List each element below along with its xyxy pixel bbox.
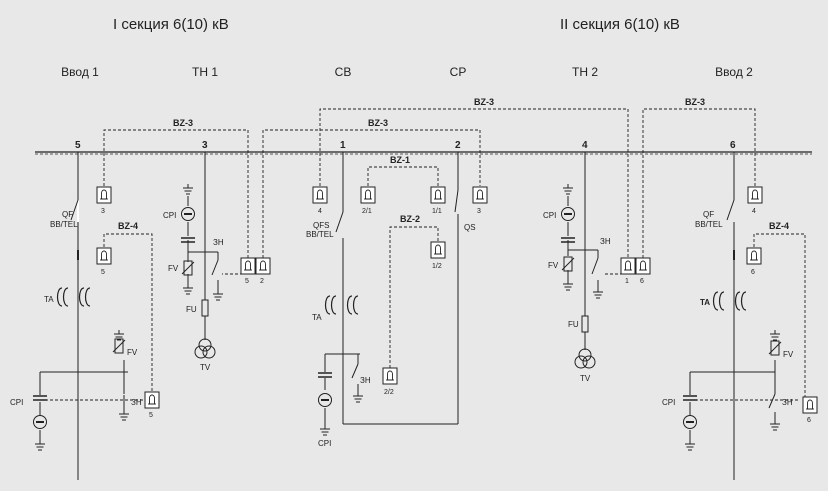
vt-label: TV (200, 363, 211, 372)
cell-label-sectional: СВ (334, 65, 352, 79)
earthing-switch-label: ЗН (131, 398, 142, 407)
relay-icon (360, 186, 376, 204)
cpi-label: CPI (318, 439, 331, 448)
relay-icon (802, 396, 818, 414)
relay-icon (747, 186, 763, 204)
relay-id: 1/1 (432, 208, 442, 215)
cpi-label: CPI (163, 211, 176, 220)
arrester-label: FV (168, 264, 179, 273)
bz3-label-3: BZ-3 (474, 97, 494, 107)
relay-id: 4 (752, 208, 756, 215)
bus-number-6: 6 (730, 140, 736, 151)
disconnector-label: QS (464, 223, 476, 232)
relay-icon (430, 186, 446, 204)
relay-icon (240, 257, 256, 275)
relay-icon (746, 247, 762, 265)
ct-label: TA (312, 313, 322, 322)
relay-id: 1/2 (432, 263, 442, 270)
bus-number-2: 2 (455, 140, 461, 151)
cell-label-input-1: Ввод 1 (61, 65, 99, 79)
relay-id: 2/1 (362, 208, 372, 215)
cpi-icon (32, 414, 48, 430)
breaker-type-label: BB/TEL (50, 220, 78, 229)
bus-number-3: 3 (202, 140, 208, 151)
relay-icon (472, 186, 488, 204)
bus-number-5: 5 (75, 140, 81, 151)
relay-id: 5 (101, 269, 105, 276)
bz1-label: BZ-1 (390, 155, 410, 165)
breaker-label: QF (62, 210, 73, 219)
earthing-switch-label: ЗН (782, 398, 793, 407)
earthing-switch-label: ЗН (213, 238, 224, 247)
fuse-label: FU (186, 305, 197, 314)
vt-1-cell (187, 152, 219, 340)
cpi-label: CPI (10, 398, 23, 407)
cell-label-vt-1: ТН 1 (191, 65, 219, 79)
breaker-type-label: BB/TEL (306, 230, 334, 239)
earthing-switch-label: ЗН (600, 237, 611, 246)
relay-id: 1 (625, 278, 629, 285)
breaker-type-label: BB/TEL (695, 220, 723, 229)
arrester-label: FV (783, 350, 794, 359)
bz2-label: BZ-2 (400, 214, 420, 224)
vt-label: TV (580, 374, 591, 383)
cell-label-input-2: Ввод 2 (715, 65, 753, 79)
arrester-label: FV (548, 261, 559, 270)
cpi-label: CPI (543, 211, 556, 220)
relay-id: 2 (260, 278, 264, 285)
cell-label-vt-2: ТН 2 (571, 65, 599, 79)
relay-icon (96, 186, 112, 204)
bus-number-1: 1 (340, 140, 346, 151)
relay-icon (635, 257, 651, 275)
busbar-section-2 (500, 151, 812, 155)
bz3-label-2: BZ-3 (368, 118, 388, 128)
fuse-label: FU (568, 320, 579, 329)
relay-id: 3 (477, 208, 481, 215)
earthing-switch-label: ЗН (360, 376, 371, 385)
breaker-label: QFS (313, 221, 329, 230)
relay-icon (312, 186, 328, 204)
bz4-label-1: BZ-4 (118, 221, 138, 231)
relay-icon (255, 257, 271, 275)
input-2-cell (689, 152, 776, 480)
relay-icon (620, 257, 636, 275)
relay-icon (144, 391, 160, 409)
relay-icon (96, 247, 112, 265)
ct-label: TA (44, 295, 54, 304)
vt-2-cell (567, 152, 599, 350)
bz4-label-2: BZ-4 (769, 221, 789, 231)
cell-label-sectional-disconnector: СР (449, 65, 467, 79)
arrester-label: FV (127, 348, 138, 357)
relay-icon (382, 367, 398, 385)
relay-id: 6 (640, 278, 644, 285)
relay-id: 5 (245, 278, 249, 285)
busbar-section-1 (35, 151, 500, 155)
sectional-breaker-cell (324, 152, 459, 425)
relay-id: 6 (751, 269, 755, 276)
section-1-title: I секция 6(10) кВ (113, 16, 229, 33)
bz3-label-1: BZ-3 (173, 118, 193, 128)
section-2-title: II секция 6(10) кВ (560, 16, 680, 33)
relay-id: 5 (149, 412, 153, 419)
relay-icon (430, 241, 446, 259)
bus-number-4: 4 (582, 140, 588, 151)
cpi-label: CPI (662, 398, 675, 407)
breaker-label: QF (703, 210, 714, 219)
relay-id: 3 (101, 208, 105, 215)
relay-id: 2/2 (384, 389, 394, 396)
input-1-cell (39, 152, 128, 480)
ct-label: TA (700, 298, 710, 307)
bz3-links (40, 108, 806, 410)
bz3-label-4: BZ-3 (685, 97, 705, 107)
relay-id: 6 (807, 417, 811, 424)
relay-id: 4 (318, 208, 322, 215)
